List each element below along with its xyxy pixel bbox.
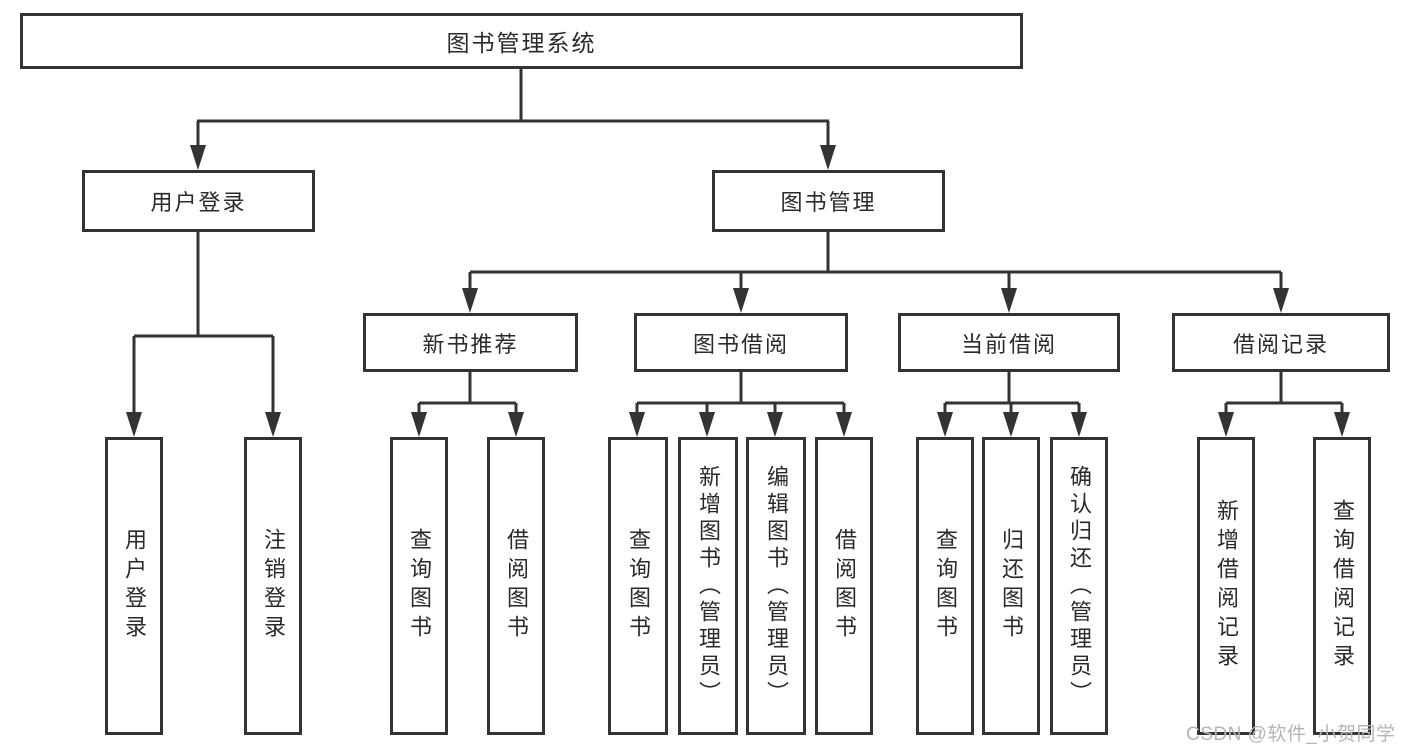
leaf-recommend-query-books: 查询图书 <box>390 437 448 735</box>
leaf-recommend-borrow-books: 借阅图书 <box>487 437 545 735</box>
leaf-return-books: 归还图书 <box>982 437 1040 735</box>
leaf-logout: 注销登录 <box>244 437 302 735</box>
leaf-borrow-query-books: 查询图书 <box>608 437 668 735</box>
node-root: 图书管理系统 <box>20 13 1023 69</box>
leaf-current-query-books: 查询图书 <box>916 437 974 735</box>
node-new-book-recommend: 新书推荐 <box>363 313 578 372</box>
leaf-confirm-return-admin: 确认归还（管理员） <box>1050 437 1108 735</box>
csdn-watermark: CSDN @软件_小贺同学 <box>1186 724 1396 745</box>
node-book-borrow: 图书借阅 <box>634 313 848 372</box>
leaf-borrow-books: 借阅图书 <box>815 437 873 735</box>
arrowheads <box>126 145 1350 437</box>
leaf-add-borrow-record: 新增借阅记录 <box>1197 437 1255 735</box>
leaf-add-books-admin: 新增图书（管理员） <box>678 437 738 735</box>
leaf-edit-books-admin: 编辑图书（管理员） <box>746 437 806 735</box>
leaf-user-login: 用户登录 <box>105 437 163 735</box>
node-borrow-records: 借阅记录 <box>1172 313 1390 372</box>
leaf-query-borrow-record: 查询借阅记录 <box>1313 437 1371 735</box>
node-current-borrow: 当前借阅 <box>898 313 1120 372</box>
node-user-login-branch: 用户登录 <box>82 170 315 232</box>
node-book-management: 图书管理 <box>712 170 945 232</box>
